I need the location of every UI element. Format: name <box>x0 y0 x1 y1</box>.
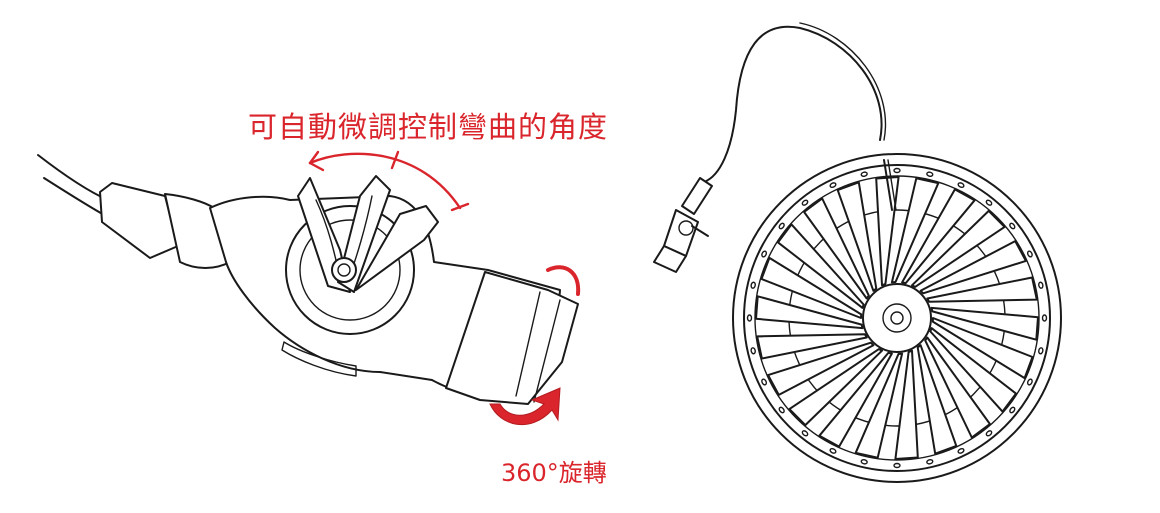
turbine-blade <box>926 276 1038 303</box>
turbine-blade <box>767 341 875 396</box>
bolt-hole <box>1009 406 1016 414</box>
turbine-blade <box>777 223 865 309</box>
bolt-hole <box>1038 347 1044 355</box>
bolt-hole <box>801 199 809 206</box>
turbine-blade <box>756 333 868 360</box>
bolt-hole <box>957 182 965 189</box>
turbine-blade <box>803 197 870 300</box>
turbine-blade <box>901 188 976 285</box>
turbine-engine-illustration <box>653 22 1062 483</box>
bolt-hole <box>1026 378 1033 386</box>
bolt-hole <box>801 430 809 437</box>
bolt-hole <box>860 171 868 177</box>
bolt-hole <box>829 182 837 189</box>
rotation-label: 360°旋轉 <box>501 459 607 487</box>
bolt-hole <box>778 406 785 414</box>
turbine-blade <box>818 351 893 448</box>
turbine-blade <box>929 327 1017 413</box>
bolt-hole <box>985 430 993 437</box>
bolt-hole <box>985 199 993 206</box>
bolt-hole <box>926 171 934 177</box>
bolt-hole <box>957 447 965 454</box>
bolt-hole <box>778 222 785 230</box>
turbine-blade <box>894 349 919 460</box>
turbine-blade <box>931 317 1034 380</box>
bolt-hole <box>761 378 768 386</box>
turbine-blade <box>854 352 904 459</box>
bolt-hole <box>750 347 756 355</box>
circular-rotation-arrow-icon <box>489 265 581 426</box>
turbine-blade <box>760 256 863 319</box>
bend-angle-label: 可自動微調控制彎曲的角度 <box>248 110 609 144</box>
turbine-blade <box>930 306 1039 341</box>
bolt-hole <box>860 459 868 465</box>
bolt-hole <box>926 459 934 465</box>
turbine-blade <box>919 240 1027 295</box>
double-arrow-arc-icon <box>308 150 470 212</box>
bolt-hole <box>1009 222 1016 230</box>
bolt-hole <box>750 281 756 289</box>
turbine-blade <box>916 344 958 455</box>
bolt-hole <box>1041 314 1048 322</box>
bolt-hole <box>893 462 901 469</box>
turbine-blade <box>890 177 940 284</box>
turbine-blade <box>755 295 864 330</box>
bolt-hole <box>893 167 901 174</box>
turbine-blade <box>836 181 878 292</box>
bolt-hole <box>1026 250 1033 258</box>
turbine-blade <box>788 348 883 427</box>
turbine-blade <box>875 176 900 287</box>
borescope-handle-illustration <box>37 154 579 405</box>
bolt-hole <box>829 447 837 454</box>
turbine-blade <box>911 209 1006 288</box>
bolt-hole <box>1038 281 1044 289</box>
bolt-hole <box>761 250 768 258</box>
bolt-hole <box>746 314 753 322</box>
turbine-blade <box>924 336 991 439</box>
